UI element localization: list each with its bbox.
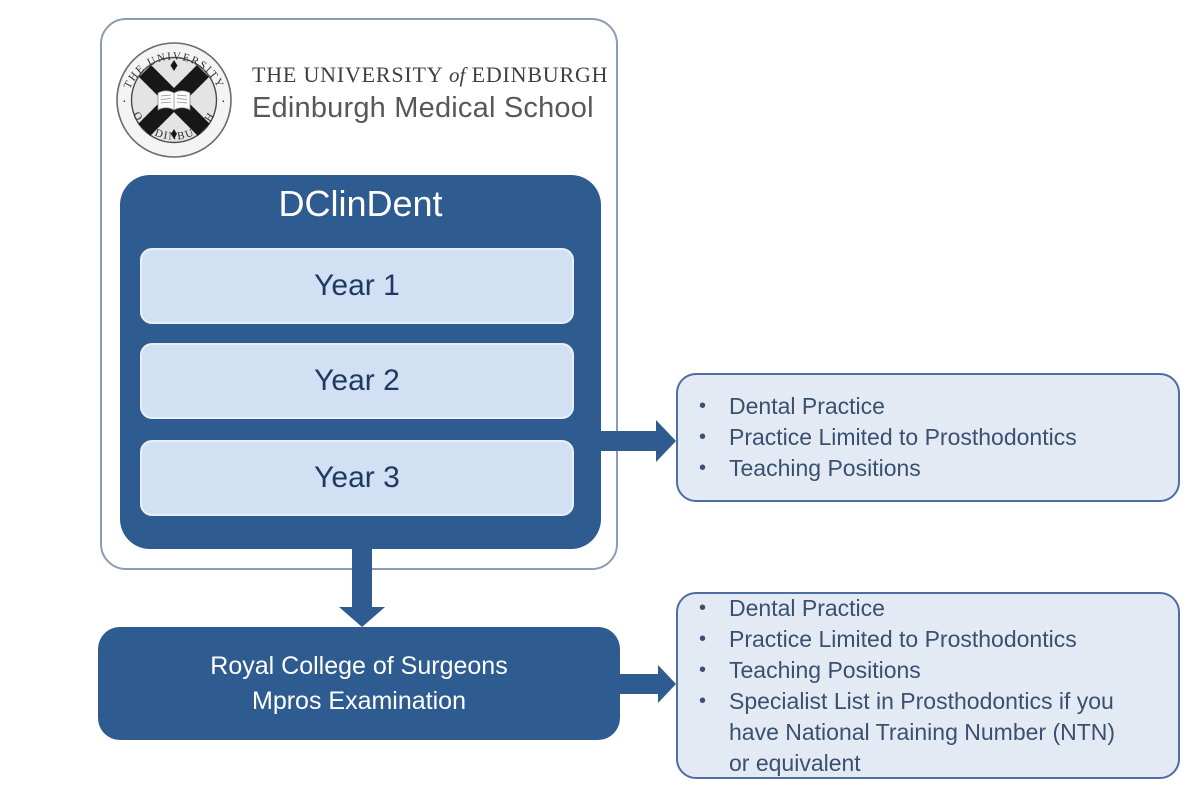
dclindent-programme-box: DClinDent Year 1 Year 2 Year 3 <box>120 175 601 549</box>
exam-box-line1: Royal College of Surgeons <box>210 651 508 680</box>
wordmark-of: of <box>448 63 466 87</box>
bullet-dot: • <box>699 627 707 650</box>
year-3-label: Year 3 <box>314 461 400 494</box>
outcomes-after-exam-list: •Dental Practice •Practice Limited to Pr… <box>678 593 1178 779</box>
bullet-dot: • <box>699 689 707 712</box>
arrow-year3-to-outcomes <box>598 420 676 462</box>
school-name: Edinburgh Medical School <box>252 92 594 124</box>
arrow-dclindent-to-exam <box>339 548 385 627</box>
crest-right-dot: · <box>221 92 226 108</box>
university-wordmark: THE UNIVERSITY of EDINBURGH <box>252 62 612 88</box>
year-3-box: Year 3 <box>140 440 574 516</box>
royal-college-exam-box: Royal College of Surgeons Mpros Examinat… <box>98 627 620 740</box>
bullet-dot: • <box>699 426 707 448</box>
brand-text: THE UNIVERSITY of EDINBURGH Edinburgh Me… <box>252 62 612 125</box>
bullet-dot: • <box>699 596 707 619</box>
year-2-box: Year 2 <box>140 343 574 419</box>
year-1-label: Year 1 <box>314 269 400 302</box>
year-2-label: Year 2 <box>314 364 400 397</box>
wordmark-suffix: EDINBURGH <box>465 62 609 87</box>
wordmark-prefix: THE UNIVERSITY <box>252 62 449 87</box>
programme-title: DClinDent <box>278 183 443 224</box>
year-1-box: Year 1 <box>140 248 574 324</box>
crest-thistle-top <box>170 60 178 71</box>
bullet-dot: • <box>699 457 707 479</box>
outcome-item: •Practice Limited to Prosthodontics <box>697 624 1174 655</box>
crest-open-book <box>157 90 191 111</box>
crest-thistle-bottom <box>171 129 177 139</box>
university-of-edinburgh-crest-logo: THE UNIVERSITY OF EDINBURGH · · <box>116 42 232 158</box>
outcomes-after-exam-box: •Dental Practice •Practice Limited to Pr… <box>676 592 1180 779</box>
outcome-item: •Dental Practice <box>697 391 1174 422</box>
outcome-item: •Specialist List in Prosthodontics if yo… <box>699 687 1116 776</box>
exam-box-line2: Mpros Examination <box>252 686 466 715</box>
university-programme-card: THE UNIVERSITY OF EDINBURGH · · <box>100 18 618 570</box>
outcome-item: •Practice Limited to Prosthodontics <box>697 422 1174 453</box>
outcomes-after-year3-box: •Dental Practice •Practice Limited to Pr… <box>676 373 1180 502</box>
crest-left-dot: · <box>122 92 127 108</box>
outcome-item: •Teaching Positions <box>697 655 1174 686</box>
bullet-dot: • <box>699 658 707 681</box>
bullet-dot: • <box>699 395 707 417</box>
outcome-item: •Teaching Positions <box>697 453 1174 484</box>
outcome-item: •Dental Practice <box>697 593 1174 624</box>
outcomes-after-year3-list: •Dental Practice •Practice Limited to Pr… <box>678 391 1178 484</box>
arrow-exam-to-outcomes <box>618 665 676 703</box>
